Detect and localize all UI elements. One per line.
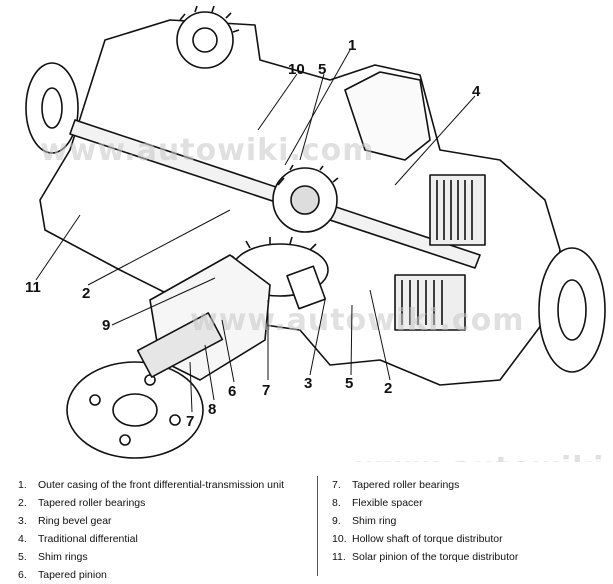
callout-2-left: 2 [82,285,90,302]
legend-item: 4.Traditional differential [18,533,138,545]
clutch-pack [394,174,486,331]
legend-item: 7.Tapered roller bearings [332,479,460,491]
legend-divider [317,476,318,576]
callout-3: 3 [304,375,312,392]
legend-item: 11.Solar pinion of the torque distributo… [332,551,519,563]
watermark: www.autowiki.com [355,451,613,462]
callout-6: 6 [228,383,236,400]
leader-lines [35,49,476,413]
pinion-shaft [136,312,224,378]
legend-item: 6.Tapered pinion [18,569,107,581]
legend-item: 1.Outer casing of the front differential… [18,479,285,491]
bolt [286,265,327,310]
callout-10: 10 [288,61,305,78]
legend-item: 3.Ring bevel gear [18,515,112,527]
differential-gears [272,164,339,233]
pinion-flange [66,361,204,459]
mounting-bracket [344,71,431,161]
callout-7-right: 7 [262,382,270,399]
callout-11: 11 [25,279,41,296]
legend-item: 5.Shim rings [18,551,88,563]
legend-left-column: 1.Outer casing of the front differential… [18,476,318,584]
watermark: www.autowiki.com [190,303,524,338]
legend-item: 2.Tapered roller bearings [18,497,146,509]
legend-item: 10.Hollow shaft of torque distributor [332,533,503,545]
legend-item: 8.Flexible spacer [332,497,423,509]
callout-9: 9 [102,317,110,334]
top-gear [176,5,240,69]
callout-8: 8 [208,401,216,418]
callout-1: 1 [348,37,356,54]
watermark: www.autowiki.com [40,133,374,168]
legend-right-column: 7.Tapered roller bearings 8.Flexible spa… [332,476,602,566]
callout-5-bottom: 5 [345,375,353,392]
callout-4: 4 [472,83,481,100]
callout-7-left: 7 [186,413,194,430]
differential-cutaway-drawing: www.autowiki.com www.autowiki.com www.au… [25,5,613,462]
legend-item: 9.Shim ring [332,515,397,527]
callout-2-right: 2 [384,380,392,397]
callout-5-top: 5 [318,61,326,78]
